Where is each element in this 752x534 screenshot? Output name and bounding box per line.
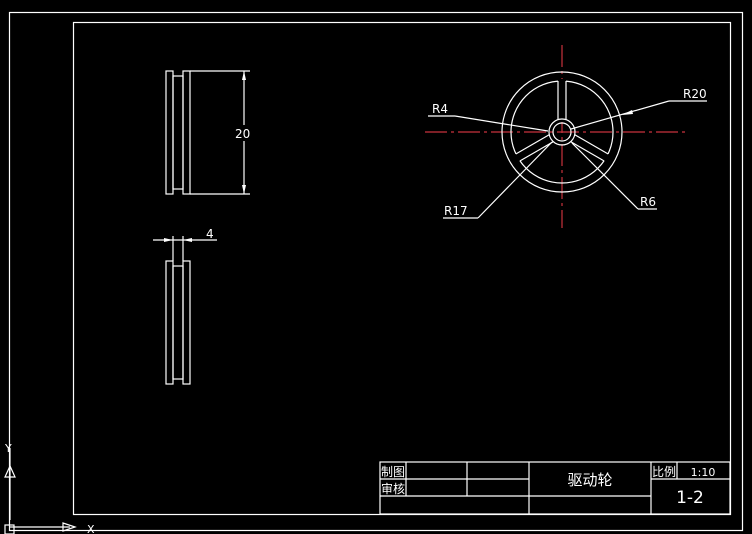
outer-frame xyxy=(8,11,744,532)
side-view-top[interactable]: 20 xyxy=(165,70,250,195)
dimension-thickness: 4 xyxy=(206,227,214,241)
title-block: 制图 审核 驱动轮 比例 1:10 1-2 xyxy=(379,461,731,515)
spoke-edge xyxy=(519,140,554,162)
leader-r4: R4 xyxy=(428,102,549,132)
side-view-bottom[interactable]: 4 xyxy=(153,227,217,385)
spoke-gap xyxy=(514,133,556,162)
leader-r20: R20 xyxy=(570,87,707,130)
leader-r6: R6 xyxy=(571,142,657,210)
svg-text:Y: Y xyxy=(4,442,12,455)
spoke-edge xyxy=(574,134,609,155)
dimension-height: 20 xyxy=(235,127,250,141)
svg-text:R4: R4 xyxy=(432,102,448,116)
spoke-edge xyxy=(570,140,605,162)
svg-text:R6: R6 xyxy=(640,195,656,209)
svg-text:R20: R20 xyxy=(683,87,707,101)
drawing-number: 1-2 xyxy=(676,488,704,508)
front-view-wheel[interactable] xyxy=(425,45,686,228)
svg-text:R17: R17 xyxy=(444,204,468,218)
svg-text:X: X xyxy=(87,523,95,534)
ucs-icon: Y X xyxy=(4,442,95,534)
spoke-edge xyxy=(515,134,550,155)
spoke-gap xyxy=(558,79,566,122)
spoke-gap xyxy=(568,133,610,162)
checked-by-label: 审核 xyxy=(381,481,405,496)
scale-value: 1:10 xyxy=(691,466,716,479)
inner-frame xyxy=(72,21,732,516)
part-name: 驱动轮 xyxy=(567,471,612,489)
leader-r17: R17 xyxy=(443,141,553,219)
drawn-by-label: 制图 xyxy=(381,465,405,479)
scale-label: 比例 xyxy=(652,465,676,479)
